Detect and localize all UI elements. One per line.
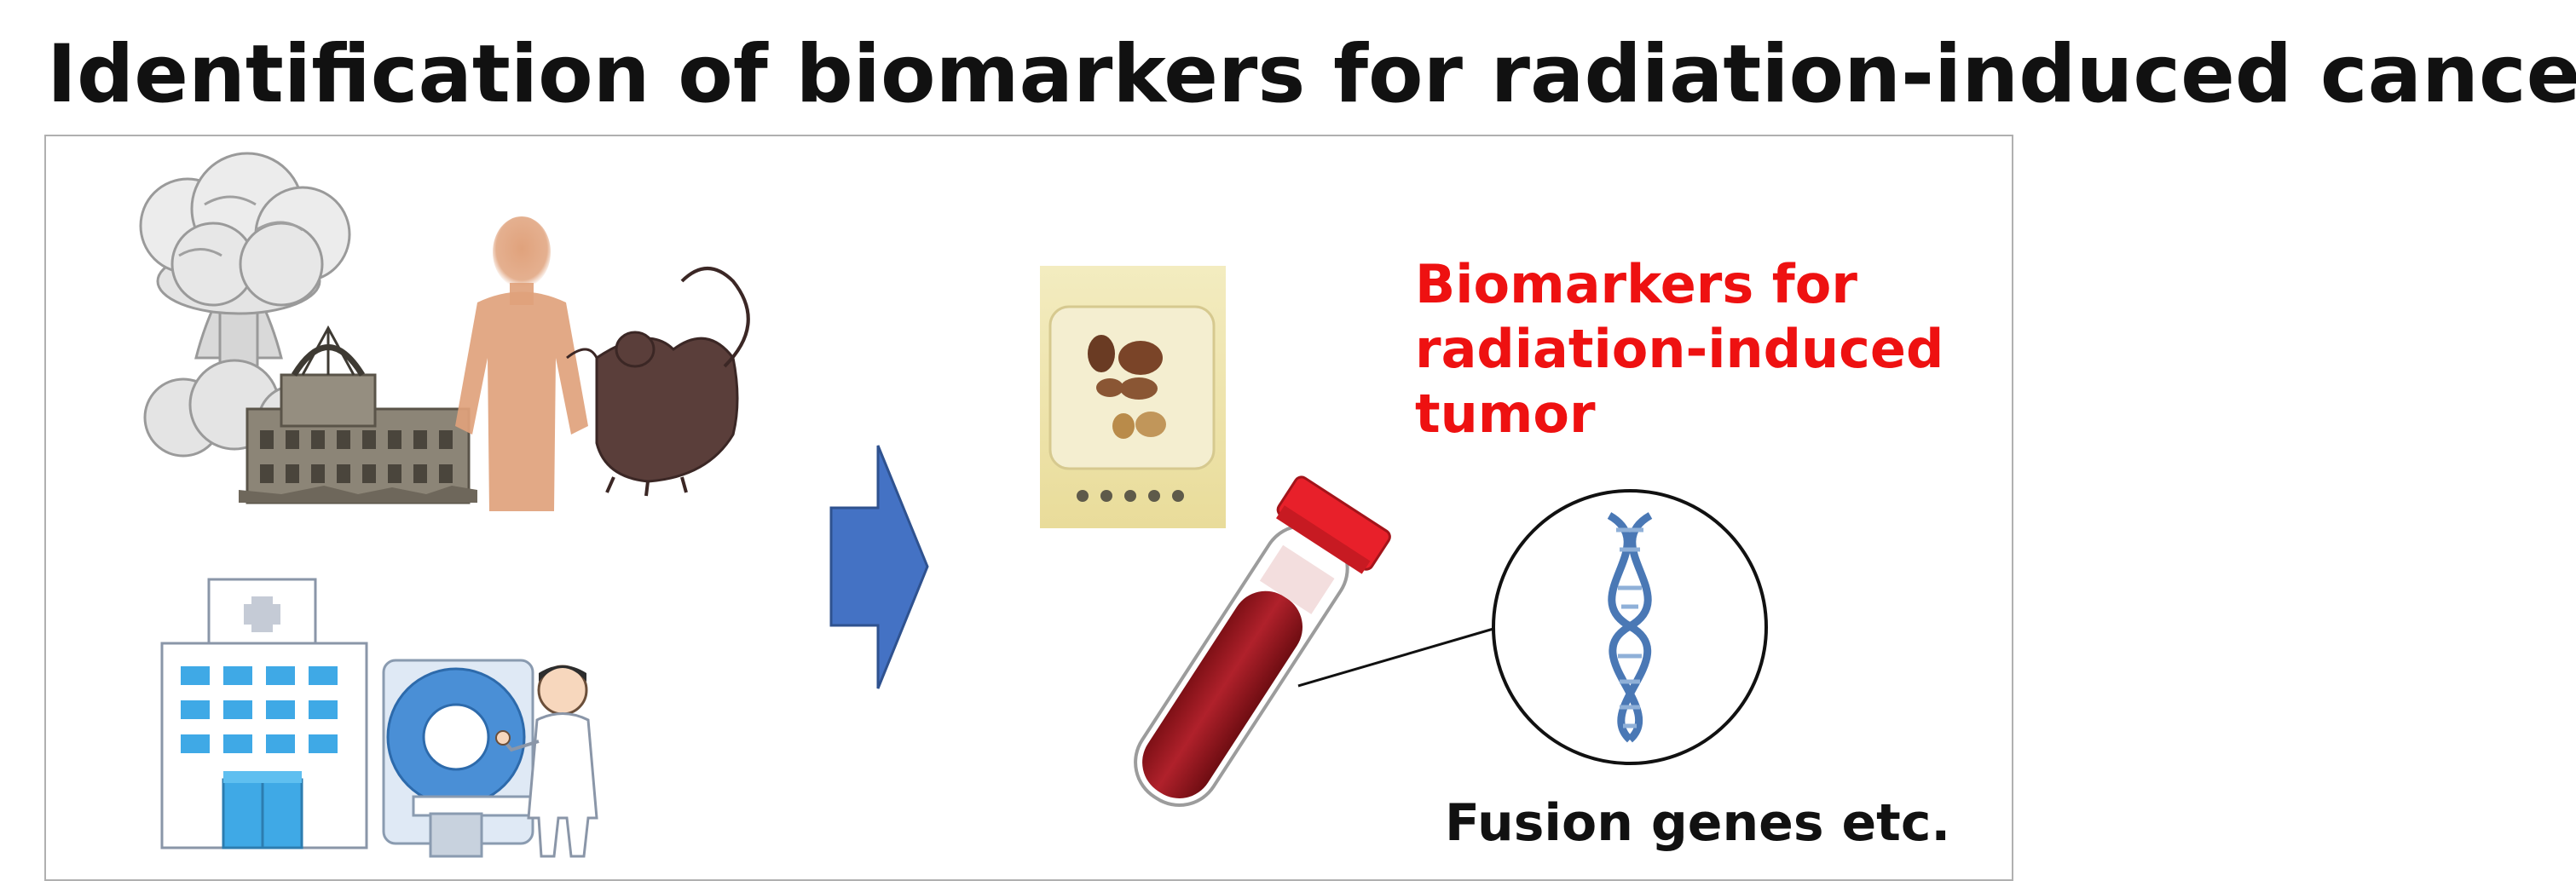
right-arrow-icon xyxy=(829,445,929,689)
hospital-icon xyxy=(160,578,368,849)
atomic-bomb-dome-icon xyxy=(239,325,477,504)
mouse-icon xyxy=(595,267,750,497)
ct-scanner-icon xyxy=(382,659,543,858)
biomarker-label-line-1: Biomarkers for xyxy=(1415,253,1857,315)
blood-tube-icon xyxy=(1134,475,1391,807)
dna-icon xyxy=(1492,489,1768,765)
fusion-genes-label: Fusion genes etc. xyxy=(1445,793,1951,853)
doctor-icon xyxy=(495,665,598,858)
biomarker-label: Biomarkers for radiation-induced tumor xyxy=(1415,252,1944,446)
human-silhouette-icon xyxy=(455,216,588,511)
tissue-cassette-icon xyxy=(1040,266,1226,528)
connector-line xyxy=(1297,627,1494,688)
biomarker-label-line-2: radiation-induced xyxy=(1415,318,1944,380)
biomarker-label-line-3: tumor xyxy=(1415,383,1596,445)
mushroom-cloud-icon xyxy=(139,152,351,459)
page-title: Identification of biomarkers for radiati… xyxy=(47,28,2576,121)
